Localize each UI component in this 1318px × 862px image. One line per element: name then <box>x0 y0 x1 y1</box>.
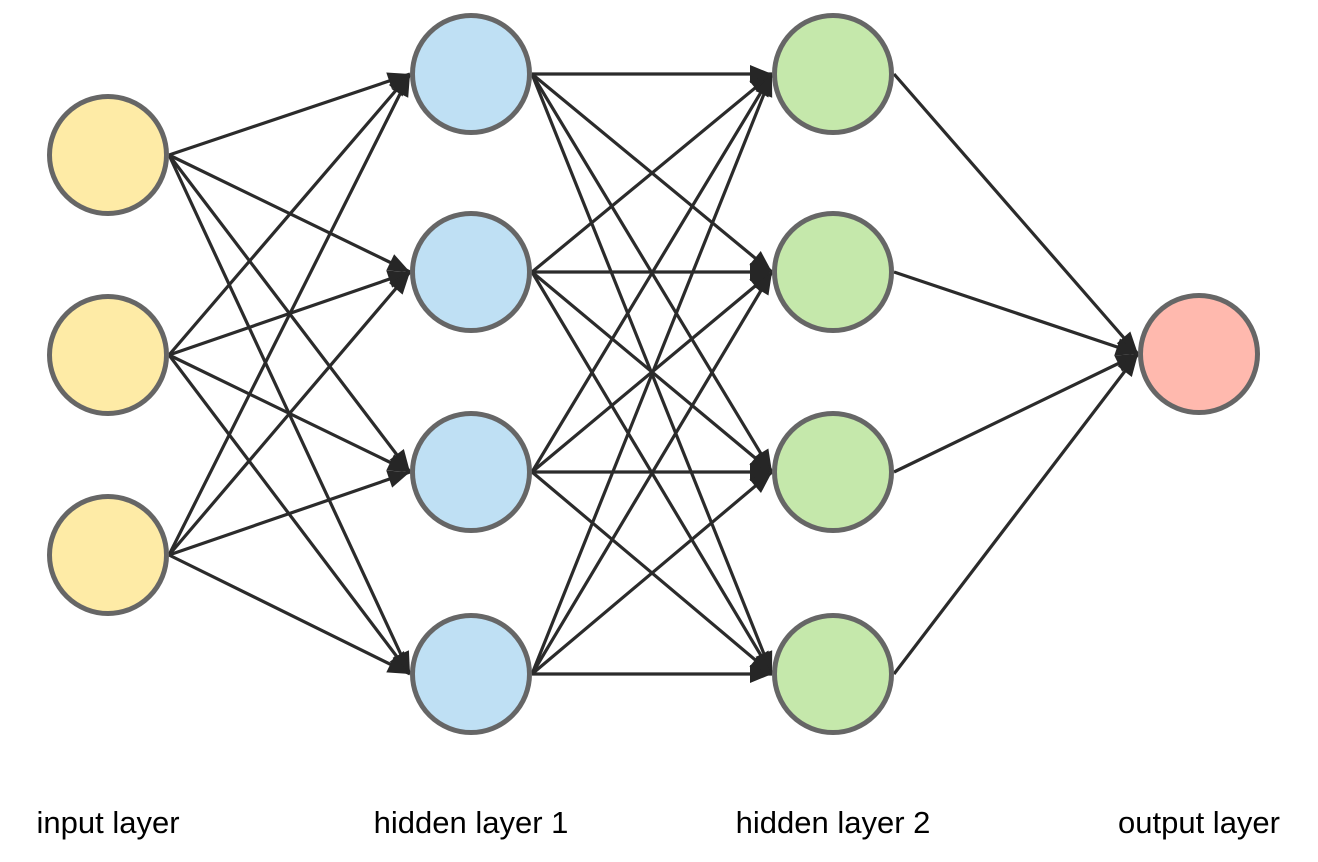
edge-input-layer-n3-to-hidden-layer-1-n1 <box>167 73 412 556</box>
node-hidden-layer-2-4 <box>772 613 894 735</box>
label-hidden-layer-2: hidden layer 2 <box>735 805 931 840</box>
edge-hidden-layer-1-n3-to-hidden-layer-2-n1 <box>530 73 774 473</box>
node-hidden-layer-2-2 <box>772 211 894 333</box>
node-hidden-layer-1-4 <box>410 613 532 735</box>
edge-hidden-layer-1-n4-to-hidden-layer-2-n2 <box>530 271 774 675</box>
edges-group <box>167 65 1140 683</box>
label-output-layer: output layer <box>1118 805 1280 840</box>
edge-hidden-layer-1-n2-to-hidden-layer-2-n1 <box>530 72 774 274</box>
edge-hidden-layer-2-n3-to-output-layer-n1 <box>893 352 1139 474</box>
label-hidden-layer-1: hidden layer 1 <box>373 805 569 840</box>
edge-input-layer-n1-to-hidden-layer-1-n1 <box>168 72 411 157</box>
node-hidden-layer-1-3 <box>410 411 532 533</box>
edge-input-layer-n3-to-hidden-layer-1-n4 <box>168 553 411 676</box>
node-hidden-layer-1-1 <box>410 13 532 135</box>
node-input-layer-2 <box>47 294 169 416</box>
edge-input-layer-n2-to-hidden-layer-1-n1 <box>167 72 412 357</box>
node-hidden-layer-2-3 <box>772 411 894 533</box>
node-output-layer-1 <box>1138 293 1260 415</box>
edge-hidden-layer-2-n4-to-output-layer-n1 <box>892 353 1140 675</box>
edge-input-layer-n3-to-hidden-layer-1-n3 <box>168 470 411 557</box>
label-input-layer: input layer <box>36 805 180 840</box>
node-input-layer-3 <box>47 494 169 616</box>
edge-hidden-layer-2-n1-to-output-layer-n1 <box>892 72 1140 356</box>
node-input-layer-1 <box>47 94 169 216</box>
node-hidden-layer-2-1 <box>772 13 894 135</box>
edge-hidden-layer-1-n4-to-hidden-layer-2-n3 <box>530 470 774 676</box>
node-hidden-layer-1-2 <box>410 211 532 333</box>
edge-hidden-layer-2-n2-to-output-layer-n1 <box>893 270 1139 356</box>
edge-input-layer-n3-to-hidden-layer-1-n2 <box>167 270 412 557</box>
edge-hidden-layer-1-n4-to-hidden-layer-2-n1 <box>530 73 774 675</box>
nodes-group <box>47 13 1260 735</box>
